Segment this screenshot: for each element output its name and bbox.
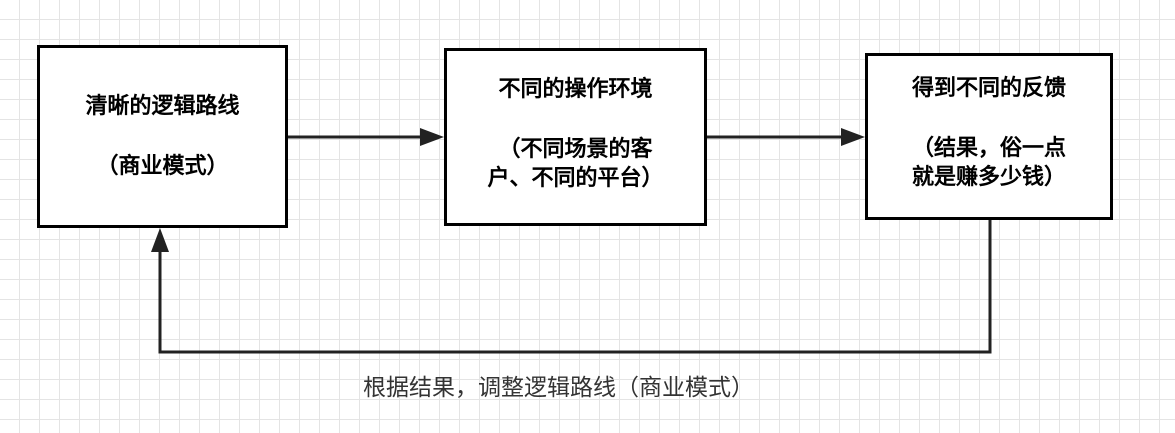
node-environment-title: 不同的操作环境 — [498, 77, 653, 102]
node-operating-environment: 不同的操作环境 （不同场景的客 户、不同的平台） — [444, 48, 707, 226]
node-environment-detail-line1: （不同场景的客 — [498, 136, 653, 162]
arrowhead-feedback — [841, 128, 865, 146]
node-feedback-detail-line1: （结果，俗一点 — [911, 135, 1066, 161]
feedback-loop-label: 根据结果，调整逻辑路线（商业模式） — [363, 375, 754, 401]
arrowhead-environment — [420, 128, 444, 146]
arrow-feedback-loop — [158, 220, 992, 354]
node-clear-logic-route: 清晰的逻辑路线 （商业模式） — [37, 45, 288, 228]
node-different-feedback: 得到不同的反馈 （结果，俗一点 就是赚多少钱） — [865, 53, 1113, 220]
node-logic-title: 清晰的逻辑路线 — [85, 94, 240, 119]
node-feedback-detail-line2: 就是赚多少钱） — [911, 165, 1066, 191]
arrowhead-logic — [151, 228, 169, 252]
node-environment-detail-line2: 户、不同的平台） — [487, 166, 664, 192]
node-logic-subtitle: （商业模式） — [96, 153, 229, 179]
node-feedback-title: 得到不同的反馈 — [911, 76, 1066, 101]
